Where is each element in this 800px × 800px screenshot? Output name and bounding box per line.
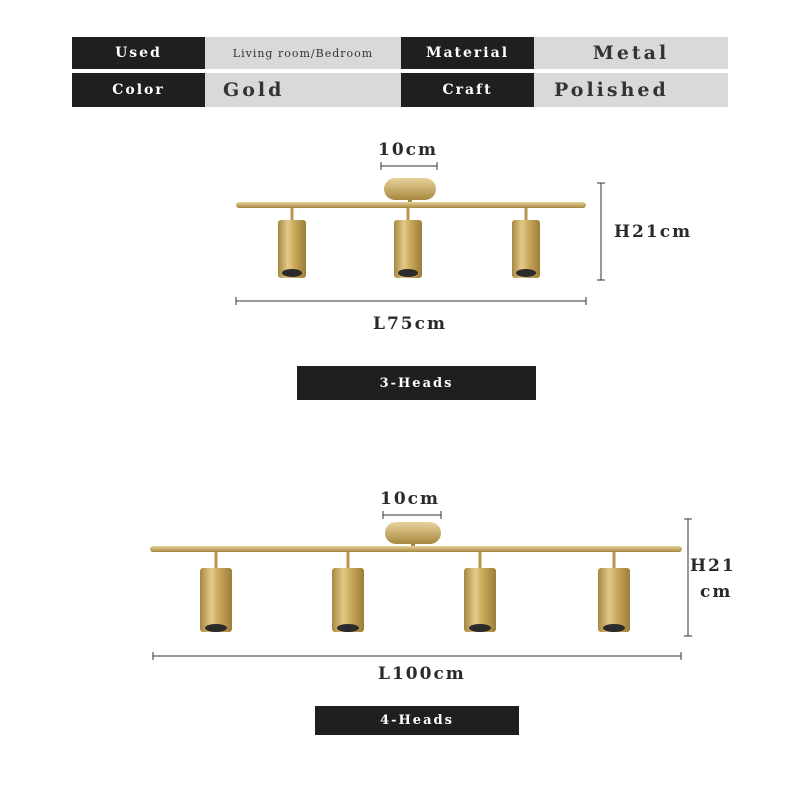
length-marker [235, 297, 587, 305]
four-heads-label: 4-Heads [315, 706, 519, 735]
rail [236, 202, 586, 208]
spotlight-head [278, 208, 306, 278]
length-marker [152, 652, 682, 660]
height-label-line2: cm [700, 582, 733, 602]
craft-label: Craft [401, 73, 534, 107]
spec-table: Used Living room/Bedroom Material Metal … [72, 37, 728, 107]
height-marker [684, 518, 692, 637]
length-label: L100cm [378, 664, 466, 684]
three-heads-label: 3-Heads [297, 366, 536, 400]
color-value: Gold [205, 73, 401, 107]
base-width-label: 10cm [380, 489, 440, 509]
ceiling-canopy [385, 522, 441, 550]
used-value: Living room/Bedroom [205, 37, 401, 69]
color-label: Color [72, 73, 205, 107]
material-label: Material [401, 37, 534, 69]
height-marker [597, 182, 605, 281]
spotlight-head [200, 552, 232, 632]
material-value: Metal [534, 37, 728, 69]
base-width-label: 10cm [378, 140, 438, 160]
rail [150, 546, 682, 552]
ceiling-canopy [384, 178, 436, 206]
length-label: L75cm [373, 314, 447, 334]
spotlight-head [332, 552, 364, 632]
craft-value: Polished [534, 73, 728, 107]
used-label: Used [72, 37, 205, 69]
height-label-line1: H21 [690, 556, 736, 576]
spotlight-head [464, 552, 496, 632]
base-width-marker [380, 162, 438, 170]
spotlight-head [394, 208, 422, 278]
spotlight-head [512, 208, 540, 278]
base-width-marker [382, 511, 442, 519]
height-label: H21cm [614, 222, 693, 242]
spotlight-head [598, 552, 630, 632]
